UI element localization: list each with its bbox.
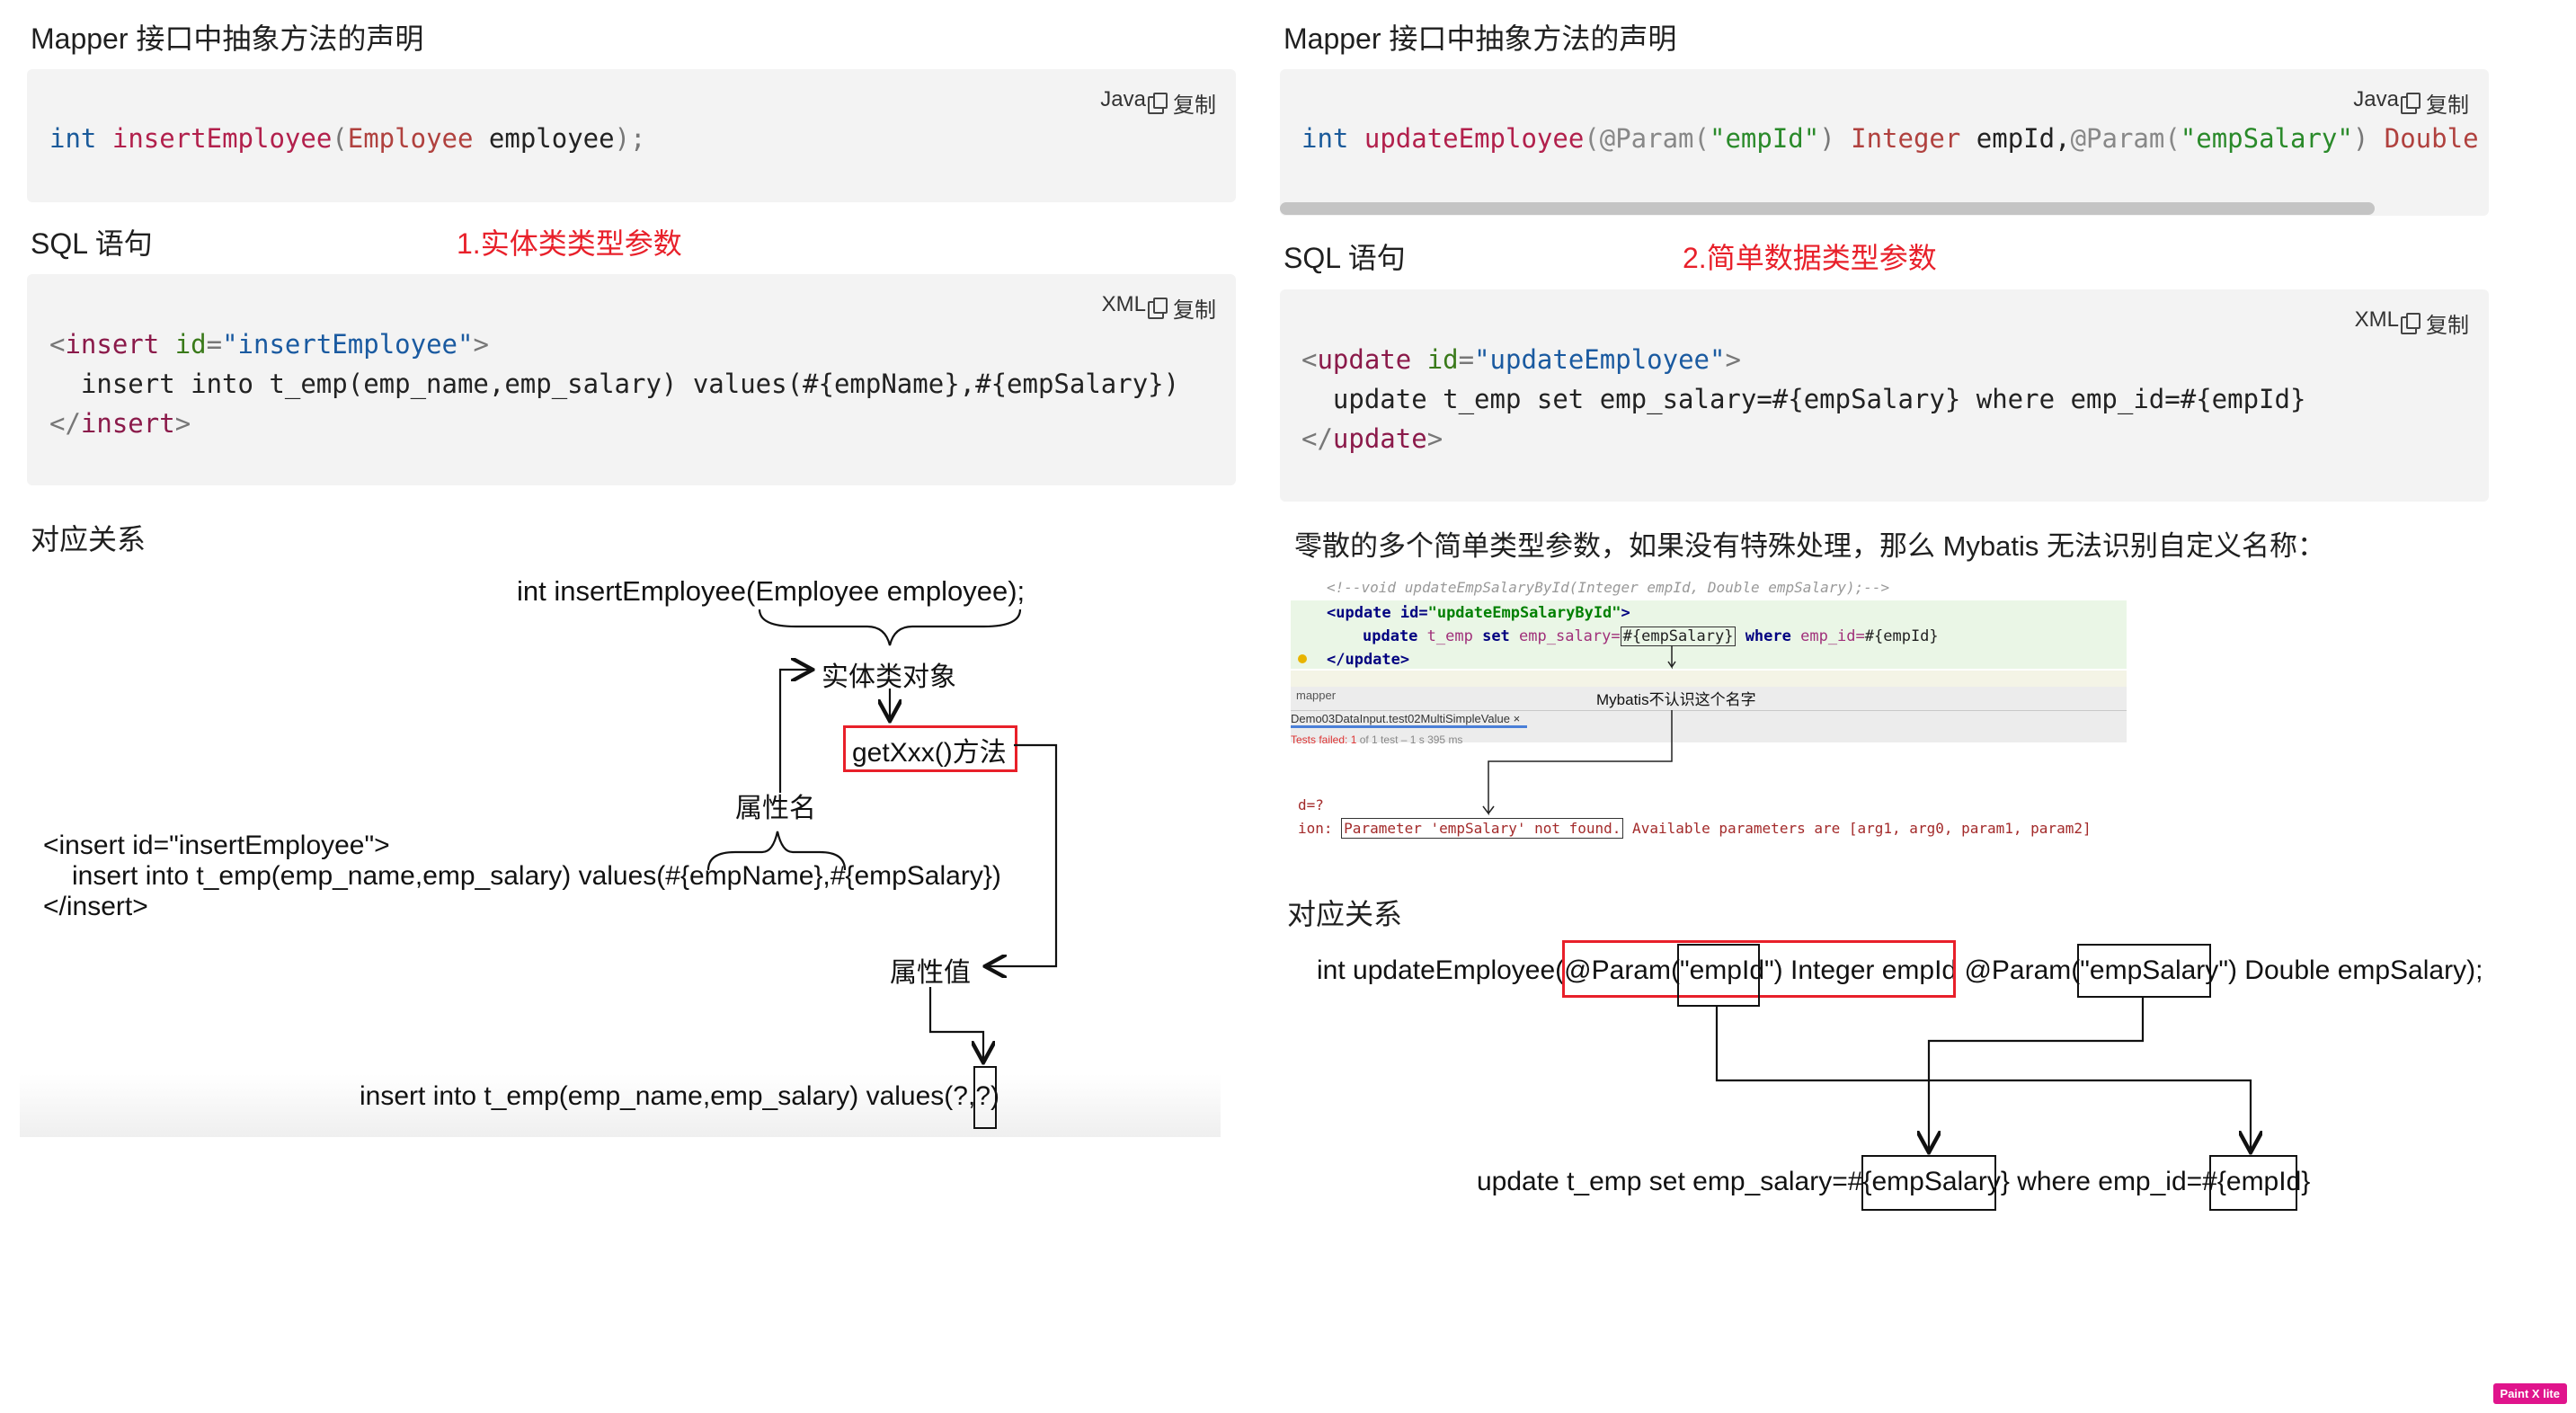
- diagram-xml-line-3: </insert>: [43, 892, 148, 921]
- copy-button[interactable]: 复制: [1148, 87, 1216, 119]
- bulb-icon: [1298, 654, 1307, 663]
- copy-button[interactable]: 复制: [2401, 307, 2469, 339]
- horizontal-scrollbar[interactable]: [1280, 202, 2375, 215]
- ide-strip: [1291, 671, 2127, 687]
- left-sql-heading: SQL 语句: [31, 227, 153, 260]
- diagram-method-signature: int insertEmployee(Employee employee);: [517, 575, 1026, 607]
- ide-line-1: <update id="updateEmpSalaryById">: [1327, 604, 1630, 622]
- xml-code-line-2: insert into t_emp(emp_name,emp_salary) v…: [49, 369, 1180, 399]
- right-sql-heading: SQL 语句: [1284, 242, 1406, 274]
- diagram-property-name: 属性名: [735, 794, 816, 823]
- xml-code-line-2: update t_emp set emp_salary=#{empSalary}…: [1301, 384, 2306, 414]
- right-mapping-heading: 对应关系: [1287, 898, 1403, 930]
- empid-name-box: [1677, 944, 1760, 1007]
- xml-code-line-3: </insert>: [49, 408, 191, 439]
- ide-comment-line: <!--void updateEmpSalaryById(Integer emp…: [1327, 579, 1890, 596]
- ide-divider: [1291, 710, 2127, 711]
- xml-lang-label: XML: [1101, 292, 1146, 316]
- ide-callout-text: Mybatis不认识这个名字: [1596, 691, 1756, 708]
- ide-run-panel: [1291, 687, 2127, 742]
- empsalary-name-box: [2077, 944, 2211, 998]
- diagram-getter-method: getXxx()方法: [852, 738, 1007, 768]
- diagram-xml-line-2: insert into t_emp(emp_name,emp_salary) v…: [72, 861, 1001, 891]
- paint-x-lite-watermark: Paint X lite: [2492, 1383, 2567, 1404]
- java-code-line: int updateEmployee(@Param("empId") Integ…: [1301, 123, 2479, 154]
- left-mapper-heading: Mapper 接口中抽象方法的声明: [31, 22, 424, 55]
- java-code-line: int insertEmployee(Employee employee);: [49, 123, 646, 154]
- copy-icon: [2401, 313, 2421, 334]
- left-xml-code-block: XML 复制 <insert id="insertEmployee"> inse…: [27, 274, 1236, 485]
- right-xml-code-block: XML 复制 <update id="updateEmployee"> upda…: [1280, 289, 2489, 502]
- ide-screenshot: <!--void updateEmpSalaryById(Integer emp…: [1291, 575, 2127, 849]
- diagram-update-signature: int updateEmployee(@Param("empId") Integ…: [1317, 955, 2483, 985]
- ide-test-status: Tests failed: 1 of 1 test – 1 s 395 ms: [1291, 733, 1463, 746]
- left-mapping-heading: 对应关系: [31, 523, 147, 555]
- ide-d-line: d=?: [1298, 796, 1324, 813]
- right-red-title: 2.简单数据类型参数: [1683, 242, 1937, 274]
- java-lang-label: Java: [2353, 87, 2399, 111]
- diagram-result-sql: insert into t_emp(emp_name,emp_salary) v…: [360, 1081, 999, 1111]
- sql-empid-box: [2209, 1155, 2297, 1211]
- xml-lang-label: XML: [2354, 307, 2399, 332]
- diagram-xml-line-1: <insert id="insertEmployee">: [43, 831, 390, 860]
- copy-icon: [2401, 93, 2421, 114]
- ide-test-tab[interactable]: Demo03DataInput.test02MultiSimpleValue ×: [1291, 712, 1528, 728]
- ide-line-2: update t_emp set emp_salary=#{empSalary}…: [1363, 627, 1939, 646]
- ide-line-3: </update>: [1327, 651, 1410, 669]
- placeholder-highlight-box: [973, 1066, 997, 1129]
- right-java-code-block: Java 复制 int updateEmployee(@Param("empId…: [1280, 69, 2489, 216]
- getter-highlight-box: [843, 725, 1017, 772]
- left-red-title: 1.实体类类型参数: [457, 227, 682, 260]
- xml-code-line-3: </update>: [1301, 423, 1443, 454]
- copy-button[interactable]: 复制: [2401, 87, 2469, 119]
- right-mapper-heading: Mapper 接口中抽象方法的声明: [1284, 22, 1677, 55]
- ide-panel-label: mapper: [1296, 689, 1337, 702]
- copy-icon: [1148, 298, 1168, 319]
- copy-button[interactable]: 复制: [1148, 292, 1216, 324]
- copy-icon: [1148, 93, 1168, 114]
- left-java-code-block: Java 复制 int insertEmployee(Employee empl…: [27, 69, 1236, 202]
- diagram-entity-object: 实体类对象: [822, 662, 956, 692]
- ide-callout-connectors: [1482, 645, 1676, 816]
- ide-highlight-region: [1291, 600, 2127, 669]
- diagram-bottom-fade: [20, 1074, 1221, 1137]
- right-note: 零散的多个简单类型参数，如果没有特殊处理，那么 Mybatis 无法识别自定义名…: [1294, 530, 2326, 562]
- sql-empsalary-box: [1861, 1155, 1996, 1211]
- diagram-property-value: 属性值: [890, 958, 971, 988]
- xml-code-line-1: <insert id="insertEmployee">: [49, 329, 489, 360]
- xml-code-line-1: <update id="updateEmployee">: [1301, 344, 1741, 375]
- diagram-update-sql: update t_emp set emp_salary=#{empSalary}…: [1477, 1167, 2311, 1196]
- java-lang-label: Java: [1100, 87, 1146, 111]
- ide-error-line: ion: Parameter 'empSalary' not found. Av…: [1298, 818, 2092, 839]
